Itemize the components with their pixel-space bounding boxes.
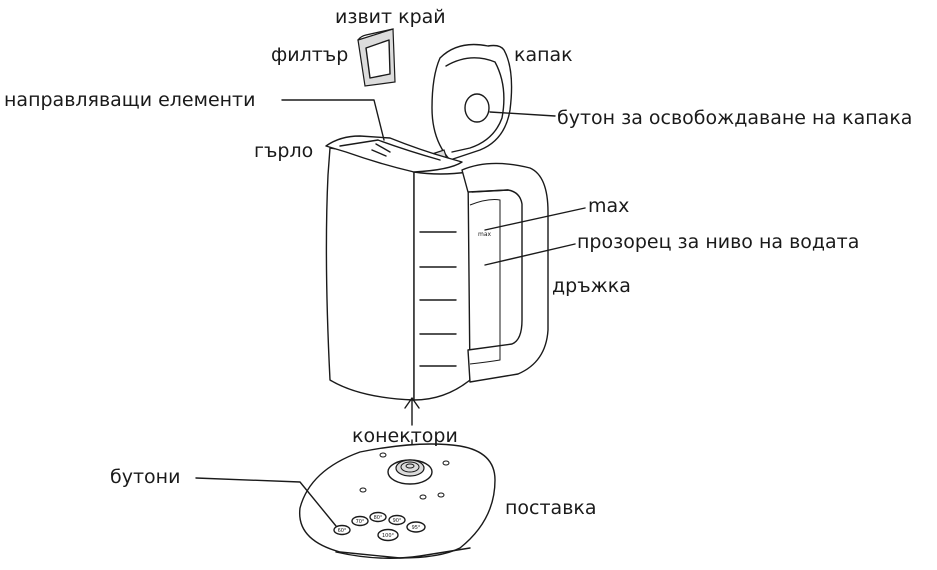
label-water-window: прозорец за ниво на водата: [577, 231, 860, 253]
base-part: 60° 70° 80° 90° 95° 100°: [299, 443, 496, 559]
temp-button: 100°: [377, 528, 399, 542]
label-spout: гърло: [254, 140, 314, 162]
label-lid: капак: [514, 44, 573, 66]
label-buttons: бутони: [110, 466, 181, 488]
svg-text:90°: 90°: [393, 518, 402, 524]
label-lid-release-button: бутон за освобождаване на капака: [557, 107, 913, 129]
label-connectors: конектори: [352, 425, 458, 447]
label-handle: дръжка: [552, 275, 631, 297]
svg-text:95°: 95°: [412, 525, 421, 531]
leader-lines: [195, 99, 586, 527]
label-guide-elements: направляващи елементи: [4, 89, 256, 111]
filter-part: [357, 28, 396, 87]
label-base: поставка: [505, 497, 597, 519]
svg-text:70°: 70°: [356, 519, 365, 525]
label-max: max: [588, 195, 630, 217]
window-max-mark: max: [478, 231, 492, 238]
svg-text:60°: 60°: [338, 528, 347, 534]
svg-text:100°: 100°: [382, 533, 395, 539]
lid-release-button: [464, 93, 490, 123]
temp-button: 80°: [369, 511, 387, 523]
kettle-body: max: [325, 135, 549, 401]
temp-button: 70°: [351, 515, 369, 527]
temp-button: 90°: [388, 514, 406, 526]
temp-button: 60°: [333, 524, 351, 536]
lid-part: [431, 43, 513, 167]
svg-text:80°: 80°: [374, 515, 383, 521]
label-curved-edge: извит край: [335, 6, 446, 28]
label-filter: филтър: [271, 44, 349, 66]
temp-button: 95°: [406, 521, 426, 533]
